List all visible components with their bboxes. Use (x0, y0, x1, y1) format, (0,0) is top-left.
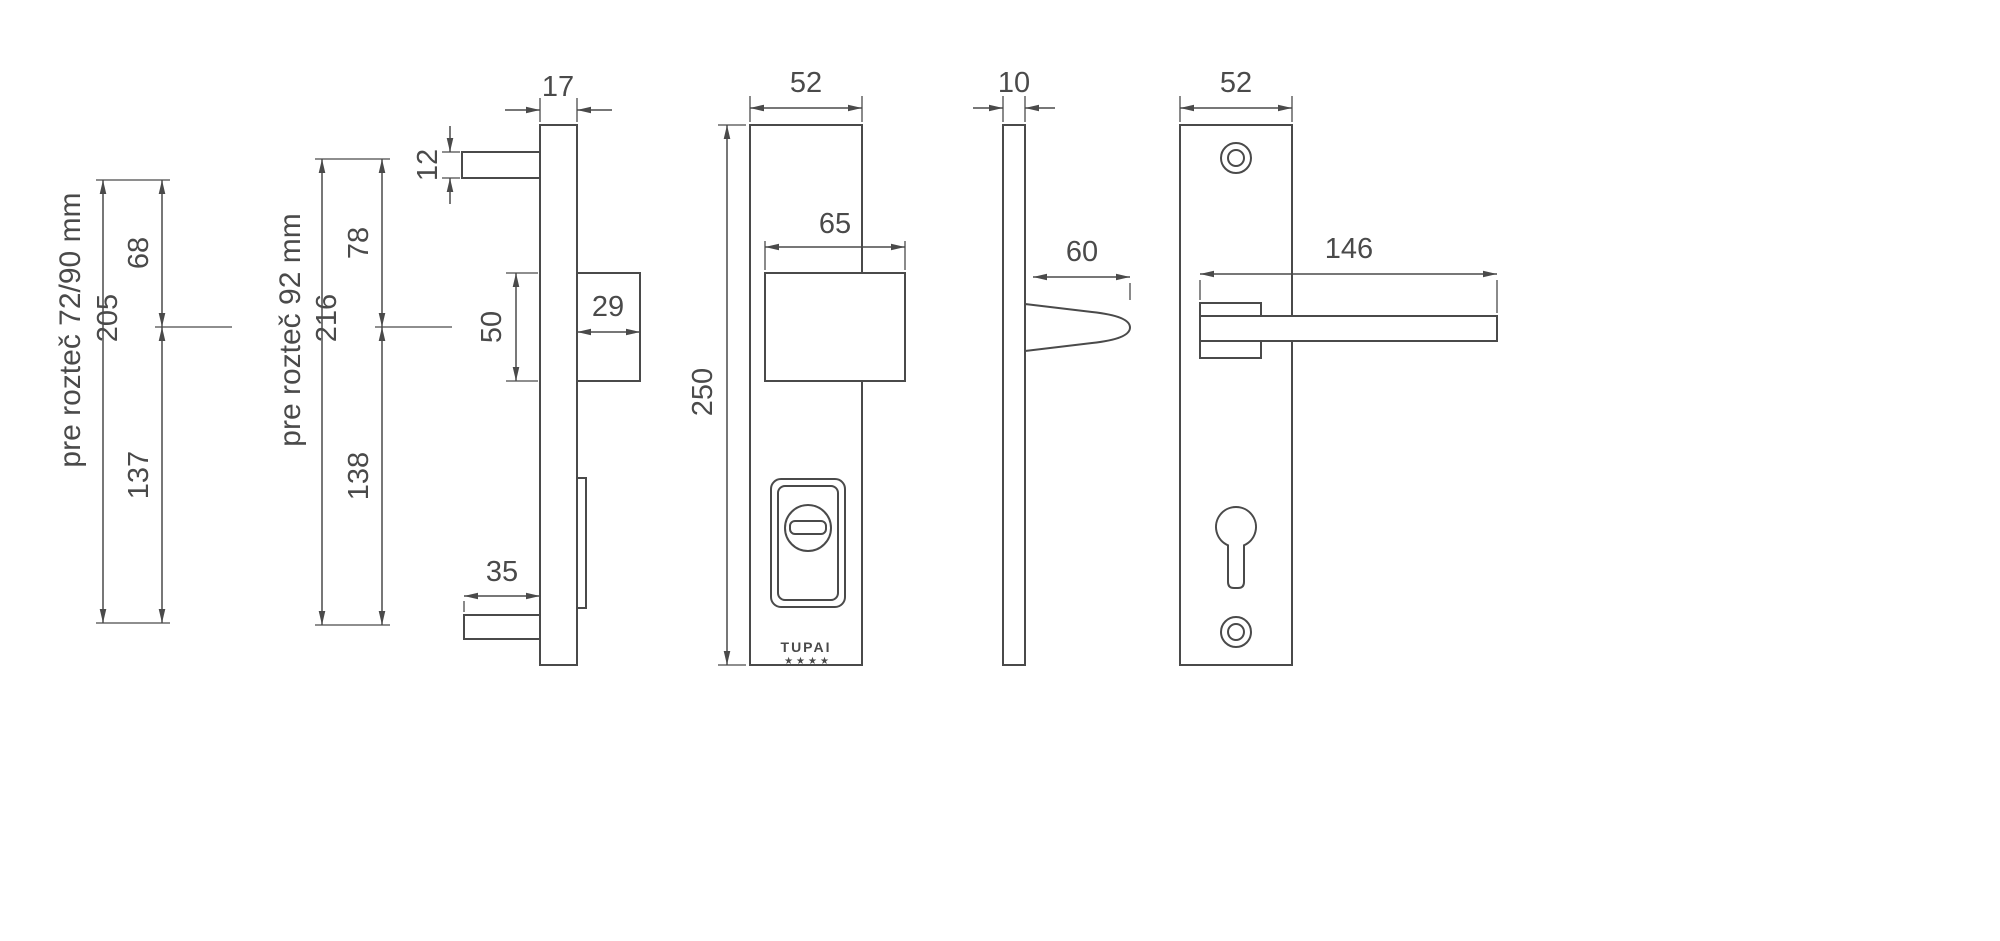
pitch-group-92: pre rozteč 92 mm 216 78 138 (274, 158, 452, 626)
screw-hole-top (1220, 142, 1252, 174)
backplate-profile (539, 124, 578, 666)
dim-value-plate-height: 250 (687, 368, 719, 416)
dim-block-height: 50 (476, 272, 538, 382)
screw-hole-bottom-inner (1227, 623, 1245, 641)
door-handle-profile (1024, 302, 1132, 353)
screw-hole-bottom (1220, 616, 1252, 648)
pitch-group-72-90: pre rozteč 72/90 mm 205 68 137 (54, 179, 232, 624)
pull-handle-top-mount (461, 151, 541, 179)
dim-plate-thickness: 17 (505, 71, 612, 122)
cylinder-cover-strip (576, 477, 587, 609)
dim-block-depth: 29 (577, 291, 640, 336)
dim-bar-thickness: 12 (412, 126, 460, 204)
brand-text: TUPAI (781, 639, 832, 655)
dim-handle-projection: 60 (1033, 236, 1131, 300)
dim-bar-length: 35 (463, 556, 540, 612)
interior-backplate-profile (1002, 124, 1026, 666)
dim-lever-length: 146 (1199, 233, 1498, 313)
screw-hole-top-outer (1220, 142, 1252, 174)
dim-plate-width: 52 (1179, 67, 1293, 122)
dim-value-lower: 137 (123, 451, 155, 499)
dim-value-plate-thickness: 17 (542, 71, 574, 103)
dim-value-block-depth: 29 (592, 291, 624, 323)
security-escutcheon-inner (777, 485, 839, 601)
brand-stars: ★★★★ (784, 656, 832, 667)
screw-hole-bottom-outer (1220, 616, 1252, 648)
dim-plate-thickness: 10 (973, 67, 1055, 122)
dim-block-width: 65 (764, 208, 906, 270)
pz-cylinder-keyhole (1215, 505, 1257, 589)
dim-value-block-width: 65 (819, 208, 851, 240)
dim-value-total: 216 (311, 294, 343, 342)
dim-value-lower: 138 (343, 452, 375, 500)
security-escutcheon-outer (770, 478, 846, 608)
exterior-side-view: 17 12 29 50 35 (412, 71, 641, 666)
dim-value-block-height: 50 (476, 311, 508, 343)
dim-value-total: 205 (92, 294, 124, 342)
lever-handle (1199, 315, 1498, 342)
interior-front-view: 52 146 (1179, 67, 1498, 666)
dim-value-bar-thickness: 12 (412, 149, 444, 181)
dim-value-handle-projection: 60 (1066, 236, 1098, 268)
security-cover-slot (789, 520, 827, 535)
pull-block-profile (576, 272, 641, 382)
pitch-label-92: pre rozteč 92 mm (274, 213, 307, 446)
interior-side-view: 10 60 (973, 67, 1132, 666)
pull-block-front (764, 272, 906, 382)
dim-value-upper: 68 (123, 237, 155, 269)
dim-value-lever-length: 146 (1325, 233, 1373, 265)
dim-value-plate-width: 52 (1220, 67, 1252, 99)
pitch-label-72-90: pre rozteč 72/90 mm (54, 192, 87, 467)
security-escutcheon (770, 478, 846, 608)
dim-value-upper: 78 (343, 227, 375, 259)
security-cover-disc (784, 504, 832, 552)
dim-value-bar-length: 35 (486, 556, 518, 588)
dim-plate-width: 52 (749, 67, 863, 122)
pull-handle-bottom-mount (463, 614, 541, 640)
dim-plate-height: 250 (687, 124, 746, 666)
screw-hole-top-inner (1227, 149, 1245, 167)
dim-value-plate-thickness: 10 (998, 67, 1030, 99)
exterior-front-view: 52 250 65 TUPAI ★★★★ (687, 67, 906, 667)
dim-value-plate-width: 52 (790, 67, 822, 99)
